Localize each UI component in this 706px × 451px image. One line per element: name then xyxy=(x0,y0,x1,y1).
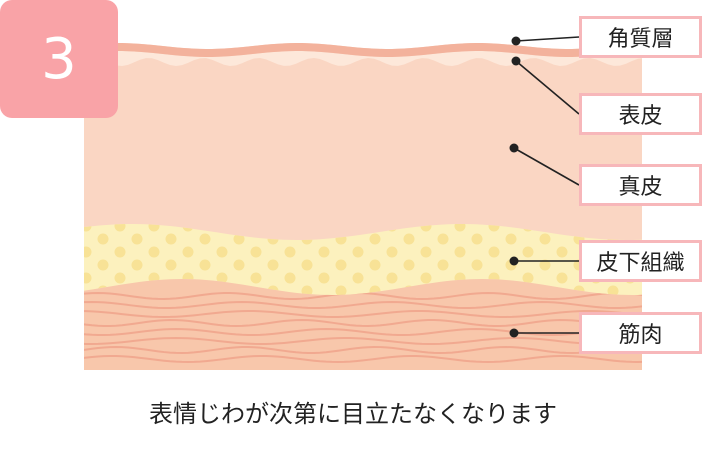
leader-lines xyxy=(509,36,580,338)
fat-dot xyxy=(335,259,347,271)
fat-dot xyxy=(114,246,126,258)
fat-dot xyxy=(216,272,228,284)
fat-dot xyxy=(97,233,109,245)
fat-dot xyxy=(505,233,517,245)
fat-dot xyxy=(556,272,568,284)
leader-dot-muscle xyxy=(509,328,519,338)
label-stratum-corneum-text: 角質層 xyxy=(607,27,674,52)
fat-dot xyxy=(114,272,126,284)
fat-dot xyxy=(199,259,211,271)
leader-dot-epidermis xyxy=(511,56,521,66)
leader-dot-subcutaneous-tissue xyxy=(509,256,519,266)
label-epidermis: 表皮 xyxy=(579,93,702,135)
fat-dot xyxy=(352,272,364,284)
fat-dot xyxy=(471,233,483,245)
fat-dot xyxy=(369,233,381,245)
muscle-fiber-line xyxy=(84,310,642,319)
fat-dot xyxy=(369,259,381,271)
fat-dot xyxy=(556,246,568,258)
fat-dot xyxy=(84,272,92,284)
fat-dot xyxy=(386,272,398,284)
fat-dot xyxy=(233,259,245,271)
fat-dot xyxy=(522,272,534,284)
fat-dot xyxy=(420,272,432,284)
label-epidermis-text: 表皮 xyxy=(618,104,663,129)
caption: 表情じわが次第に目立たなくなります xyxy=(149,400,557,428)
fat-dot xyxy=(607,285,619,295)
fat-dot xyxy=(148,246,160,258)
fat-dot xyxy=(522,246,534,258)
fat-dot xyxy=(284,246,296,258)
fat-dot xyxy=(437,259,449,271)
muscle-fiber-line xyxy=(84,355,642,363)
fat-dot xyxy=(318,246,330,258)
leader-dot-dermis xyxy=(509,143,519,153)
fat-dot xyxy=(182,246,194,258)
fat-dot xyxy=(114,224,126,232)
muscle-fiber-line xyxy=(84,336,642,345)
label-subcutaneous-tissue: 皮下組織 xyxy=(579,240,702,282)
fat-dot xyxy=(352,246,364,258)
fat-dot xyxy=(165,259,177,271)
fat-dot xyxy=(267,259,279,271)
fat-dot xyxy=(403,233,415,245)
fat-dot xyxy=(199,233,211,245)
fat-dot xyxy=(165,233,177,245)
fat-dot xyxy=(437,233,449,245)
leader-line-dermis xyxy=(513,147,580,186)
fat-dot xyxy=(488,246,500,258)
fat-dot xyxy=(420,224,432,232)
leader-dot-stratum-corneum xyxy=(511,36,521,46)
step-number-badge: 3 xyxy=(0,0,118,118)
fat-dot xyxy=(318,272,330,284)
fat-dot xyxy=(148,224,160,232)
fat-dot xyxy=(539,259,551,271)
fat-dot xyxy=(335,285,347,295)
fat-dot xyxy=(454,246,466,258)
fat-dot xyxy=(301,259,313,271)
fat-dot xyxy=(233,233,245,245)
fat-dot xyxy=(97,259,109,271)
muscle-fiber-line xyxy=(84,301,642,309)
stratum-corneum-layer xyxy=(84,43,642,57)
step-number: 3 xyxy=(41,26,77,92)
fat-dot xyxy=(131,259,143,271)
fat-dot xyxy=(131,233,143,245)
fat-dot xyxy=(488,224,500,232)
fat-dot xyxy=(250,272,262,284)
fat-dot xyxy=(454,224,466,232)
muscle-fiber-line xyxy=(84,328,642,336)
fat-dot xyxy=(471,259,483,271)
epidermis-layer xyxy=(84,51,642,66)
leader-line-stratum-corneum xyxy=(515,36,580,42)
label-muscle-text: 筋肉 xyxy=(618,323,663,348)
label-subcutaneous-tissue-text: 皮下組織 xyxy=(596,251,685,276)
label-stratum-corneum: 角質層 xyxy=(579,16,702,58)
fat-dot xyxy=(284,272,296,284)
muscle-fiber-line xyxy=(84,345,642,354)
label-muscle: 筋肉 xyxy=(579,312,702,354)
fat-dot xyxy=(539,233,551,245)
muscle-fiber-line xyxy=(84,318,642,327)
label-dermis: 真皮 xyxy=(579,164,702,206)
fat-dot xyxy=(386,246,398,258)
fat-dot xyxy=(250,246,262,258)
label-dermis-text: 真皮 xyxy=(618,175,663,200)
fat-dot xyxy=(420,246,432,258)
fat-dot xyxy=(84,246,92,258)
leader-line-epidermis xyxy=(515,60,580,115)
fat-dot xyxy=(216,246,228,258)
fat-dot xyxy=(403,259,415,271)
